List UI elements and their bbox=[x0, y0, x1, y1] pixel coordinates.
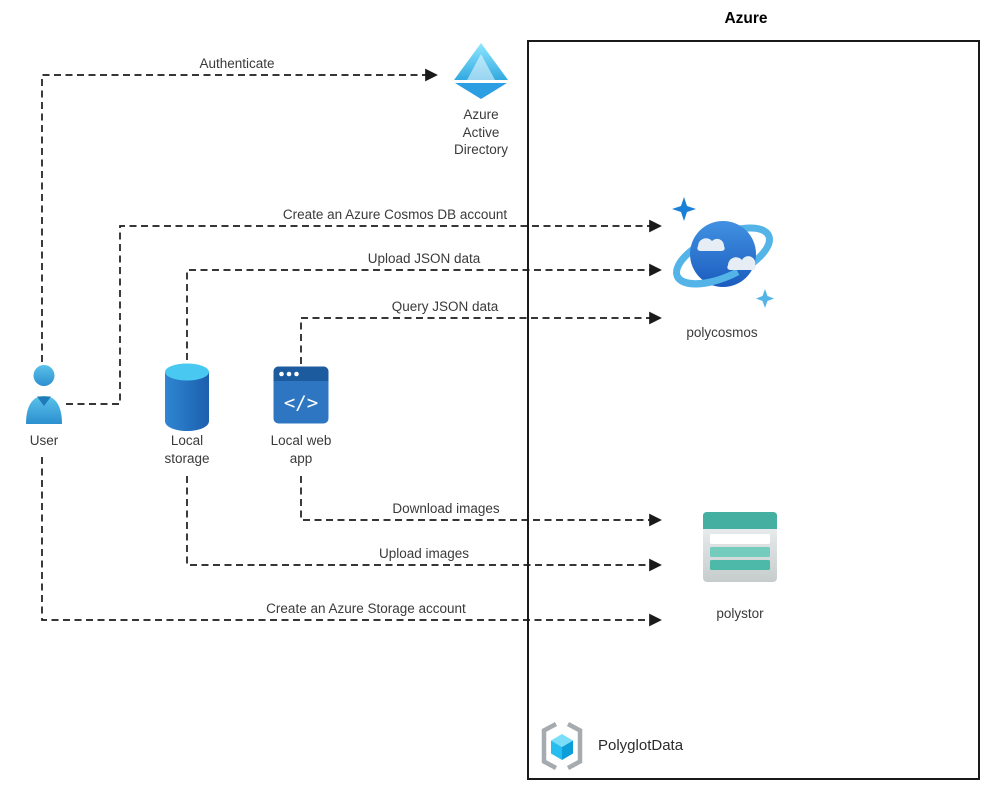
connector-upload-json bbox=[186, 263, 662, 360]
edge-label-download-images: Download images bbox=[389, 501, 503, 517]
edge-label-authenticate: Authenticate bbox=[196, 56, 278, 72]
edge-label-create-cosmos-account: Create an Azure Cosmos DB account bbox=[279, 207, 511, 223]
connector-download-images bbox=[300, 476, 662, 527]
polycosmos-label: polycosmos bbox=[686, 325, 758, 340]
user-label: User bbox=[29, 433, 59, 448]
connector-create-storage-account bbox=[41, 457, 662, 627]
polyglot-data-icon bbox=[541, 722, 583, 770]
local-storage-icon bbox=[165, 363, 209, 431]
azure-boundary-label: Azure bbox=[724, 10, 768, 27]
connector-create-cosmos-account bbox=[66, 219, 662, 405]
connector-authenticate bbox=[41, 68, 438, 362]
azure-active-directory-icon bbox=[454, 43, 508, 99]
edge-label-query-json: Query JSON data bbox=[388, 299, 502, 315]
storage-account-icon bbox=[703, 512, 777, 582]
local-storage-label: Local storage bbox=[164, 433, 210, 466]
cosmos-db-icon bbox=[672, 197, 774, 308]
azure-active-directory-label: Azure Active Directory bbox=[453, 107, 508, 158]
connector-upload-images bbox=[186, 476, 662, 572]
user-icon bbox=[26, 365, 62, 424]
code-glyph: </> bbox=[284, 392, 318, 414]
local-web-app-icon: </> bbox=[273, 366, 329, 424]
edge-label-create-storage-account: Create an Azure Storage account bbox=[263, 601, 469, 617]
azure-boundary-box bbox=[527, 40, 980, 780]
edge-label-upload-json: Upload JSON data bbox=[364, 251, 484, 267]
connector-query-json bbox=[300, 311, 662, 364]
local-web-app-label: Local web app bbox=[270, 433, 332, 466]
polyglot-data-label: PolyglotData bbox=[598, 737, 684, 754]
edge-label-upload-images: Upload images bbox=[375, 546, 473, 562]
polystor-label: polystor bbox=[716, 606, 764, 621]
